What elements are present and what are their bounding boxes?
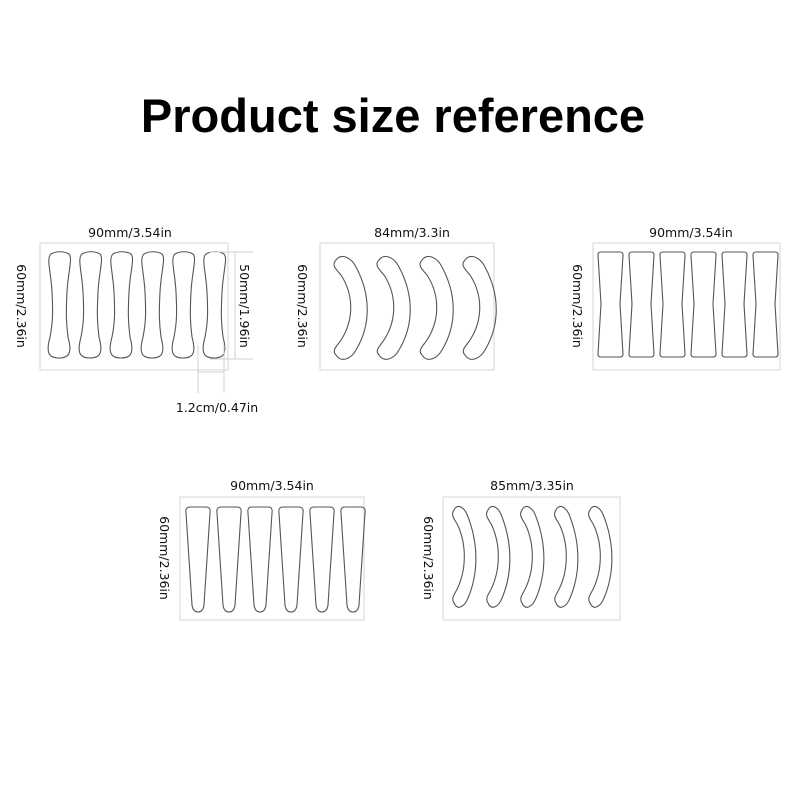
sheet-outline xyxy=(442,496,621,621)
page-title: Product size reference xyxy=(140,89,646,142)
crescent-strip xyxy=(453,506,476,607)
panel-1: 90mm/3.54in 60mm/2.36in 50mm/1.96in 1.2c… xyxy=(14,225,258,415)
sheet-outline xyxy=(179,496,365,621)
width-label: 84mm/3.3in xyxy=(374,225,450,240)
dimension-guides xyxy=(197,251,253,393)
crescent-strip xyxy=(463,256,496,359)
sheet-outline xyxy=(319,242,495,371)
sheet-outline xyxy=(592,242,781,371)
bone-strip xyxy=(48,252,70,358)
bone-strip xyxy=(110,252,132,358)
height-label: 60mm/2.36in xyxy=(295,264,310,348)
bone-strip xyxy=(79,252,101,358)
pinched-rectangle-strip xyxy=(722,252,747,357)
width-label: 90mm/3.54in xyxy=(88,225,172,240)
bone-strip xyxy=(203,252,225,358)
width-label: 85mm/3.35in xyxy=(490,478,574,493)
sheet-outline xyxy=(39,242,229,371)
crescent-strip xyxy=(377,256,410,359)
width-label: 90mm/3.54in xyxy=(649,225,733,240)
strip-height-label: 50mm/1.96in xyxy=(237,264,252,348)
tapered-strip xyxy=(341,507,365,612)
panel-4: 90mm/3.54in 60mm/2.36in xyxy=(157,478,365,621)
tapered-strip xyxy=(310,507,334,612)
crescent-strip xyxy=(555,506,578,607)
bone-strip xyxy=(141,252,163,358)
panel-5: 85mm/3.35in 60mm/2.36in xyxy=(421,478,621,621)
tapered-strip xyxy=(217,507,241,612)
tapered-strip xyxy=(248,507,272,612)
crescent-strip xyxy=(521,506,544,607)
pinched-rectangle-strip xyxy=(691,252,716,357)
width-label: 90mm/3.54in xyxy=(230,478,314,493)
bone-strip xyxy=(172,252,194,358)
height-label: 60mm/2.36in xyxy=(14,264,29,348)
pinched-rectangle-strip xyxy=(598,252,623,357)
pinched-rectangle-strip xyxy=(660,252,685,357)
panel-3: 90mm/3.54in 60mm/2.36in xyxy=(570,225,781,371)
height-label: 60mm/2.36in xyxy=(421,516,436,600)
strip-width-label: 1.2cm/0.47in xyxy=(176,400,258,415)
panel-2: 84mm/3.3in 60mm/2.36in xyxy=(295,225,496,371)
tapered-strip xyxy=(279,507,303,612)
pinched-rectangle-strip xyxy=(753,252,778,357)
crescent-strip xyxy=(334,256,367,359)
crescent-strip xyxy=(487,506,510,607)
tapered-strip xyxy=(186,507,210,612)
crescent-strip xyxy=(420,256,453,359)
crescent-strip xyxy=(589,506,612,607)
pinched-rectangle-strip xyxy=(629,252,654,357)
height-label: 60mm/2.36in xyxy=(157,516,172,600)
height-label: 60mm/2.36in xyxy=(570,264,585,348)
